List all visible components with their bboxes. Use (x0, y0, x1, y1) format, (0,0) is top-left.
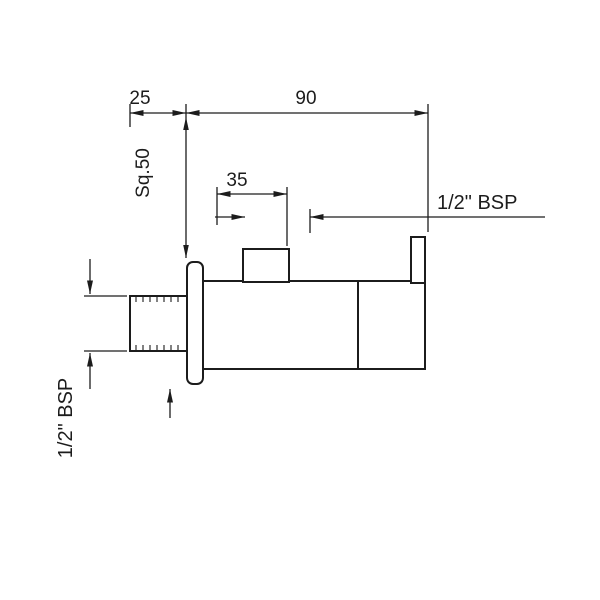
bsp-right-label: 1/2" BSP (437, 192, 517, 214)
valve-shapes (129, 236, 426, 385)
dim-sq50-label: Sq.50 (133, 148, 154, 198)
threaded-nipple (129, 295, 188, 352)
top-port (242, 248, 290, 283)
bsp-left-label: 1/2" BSP (55, 378, 77, 458)
dim-sq50-arrow-up (183, 117, 189, 130)
outlet-tab (410, 236, 426, 284)
dimension-labels: 25 90 Sq.50 35 1/2" BSP 1/2" BSP (55, 88, 517, 458)
dimension-lines (84, 104, 545, 418)
valve-body (202, 280, 426, 370)
dim-35-label: 35 (226, 170, 247, 191)
dim-25-label: 25 (129, 88, 150, 109)
dim-90-label: 90 (295, 88, 316, 109)
wall-flange (186, 261, 204, 385)
dim-sq50-arrow-down (183, 245, 189, 258)
thread-ticks (135, 296, 179, 351)
